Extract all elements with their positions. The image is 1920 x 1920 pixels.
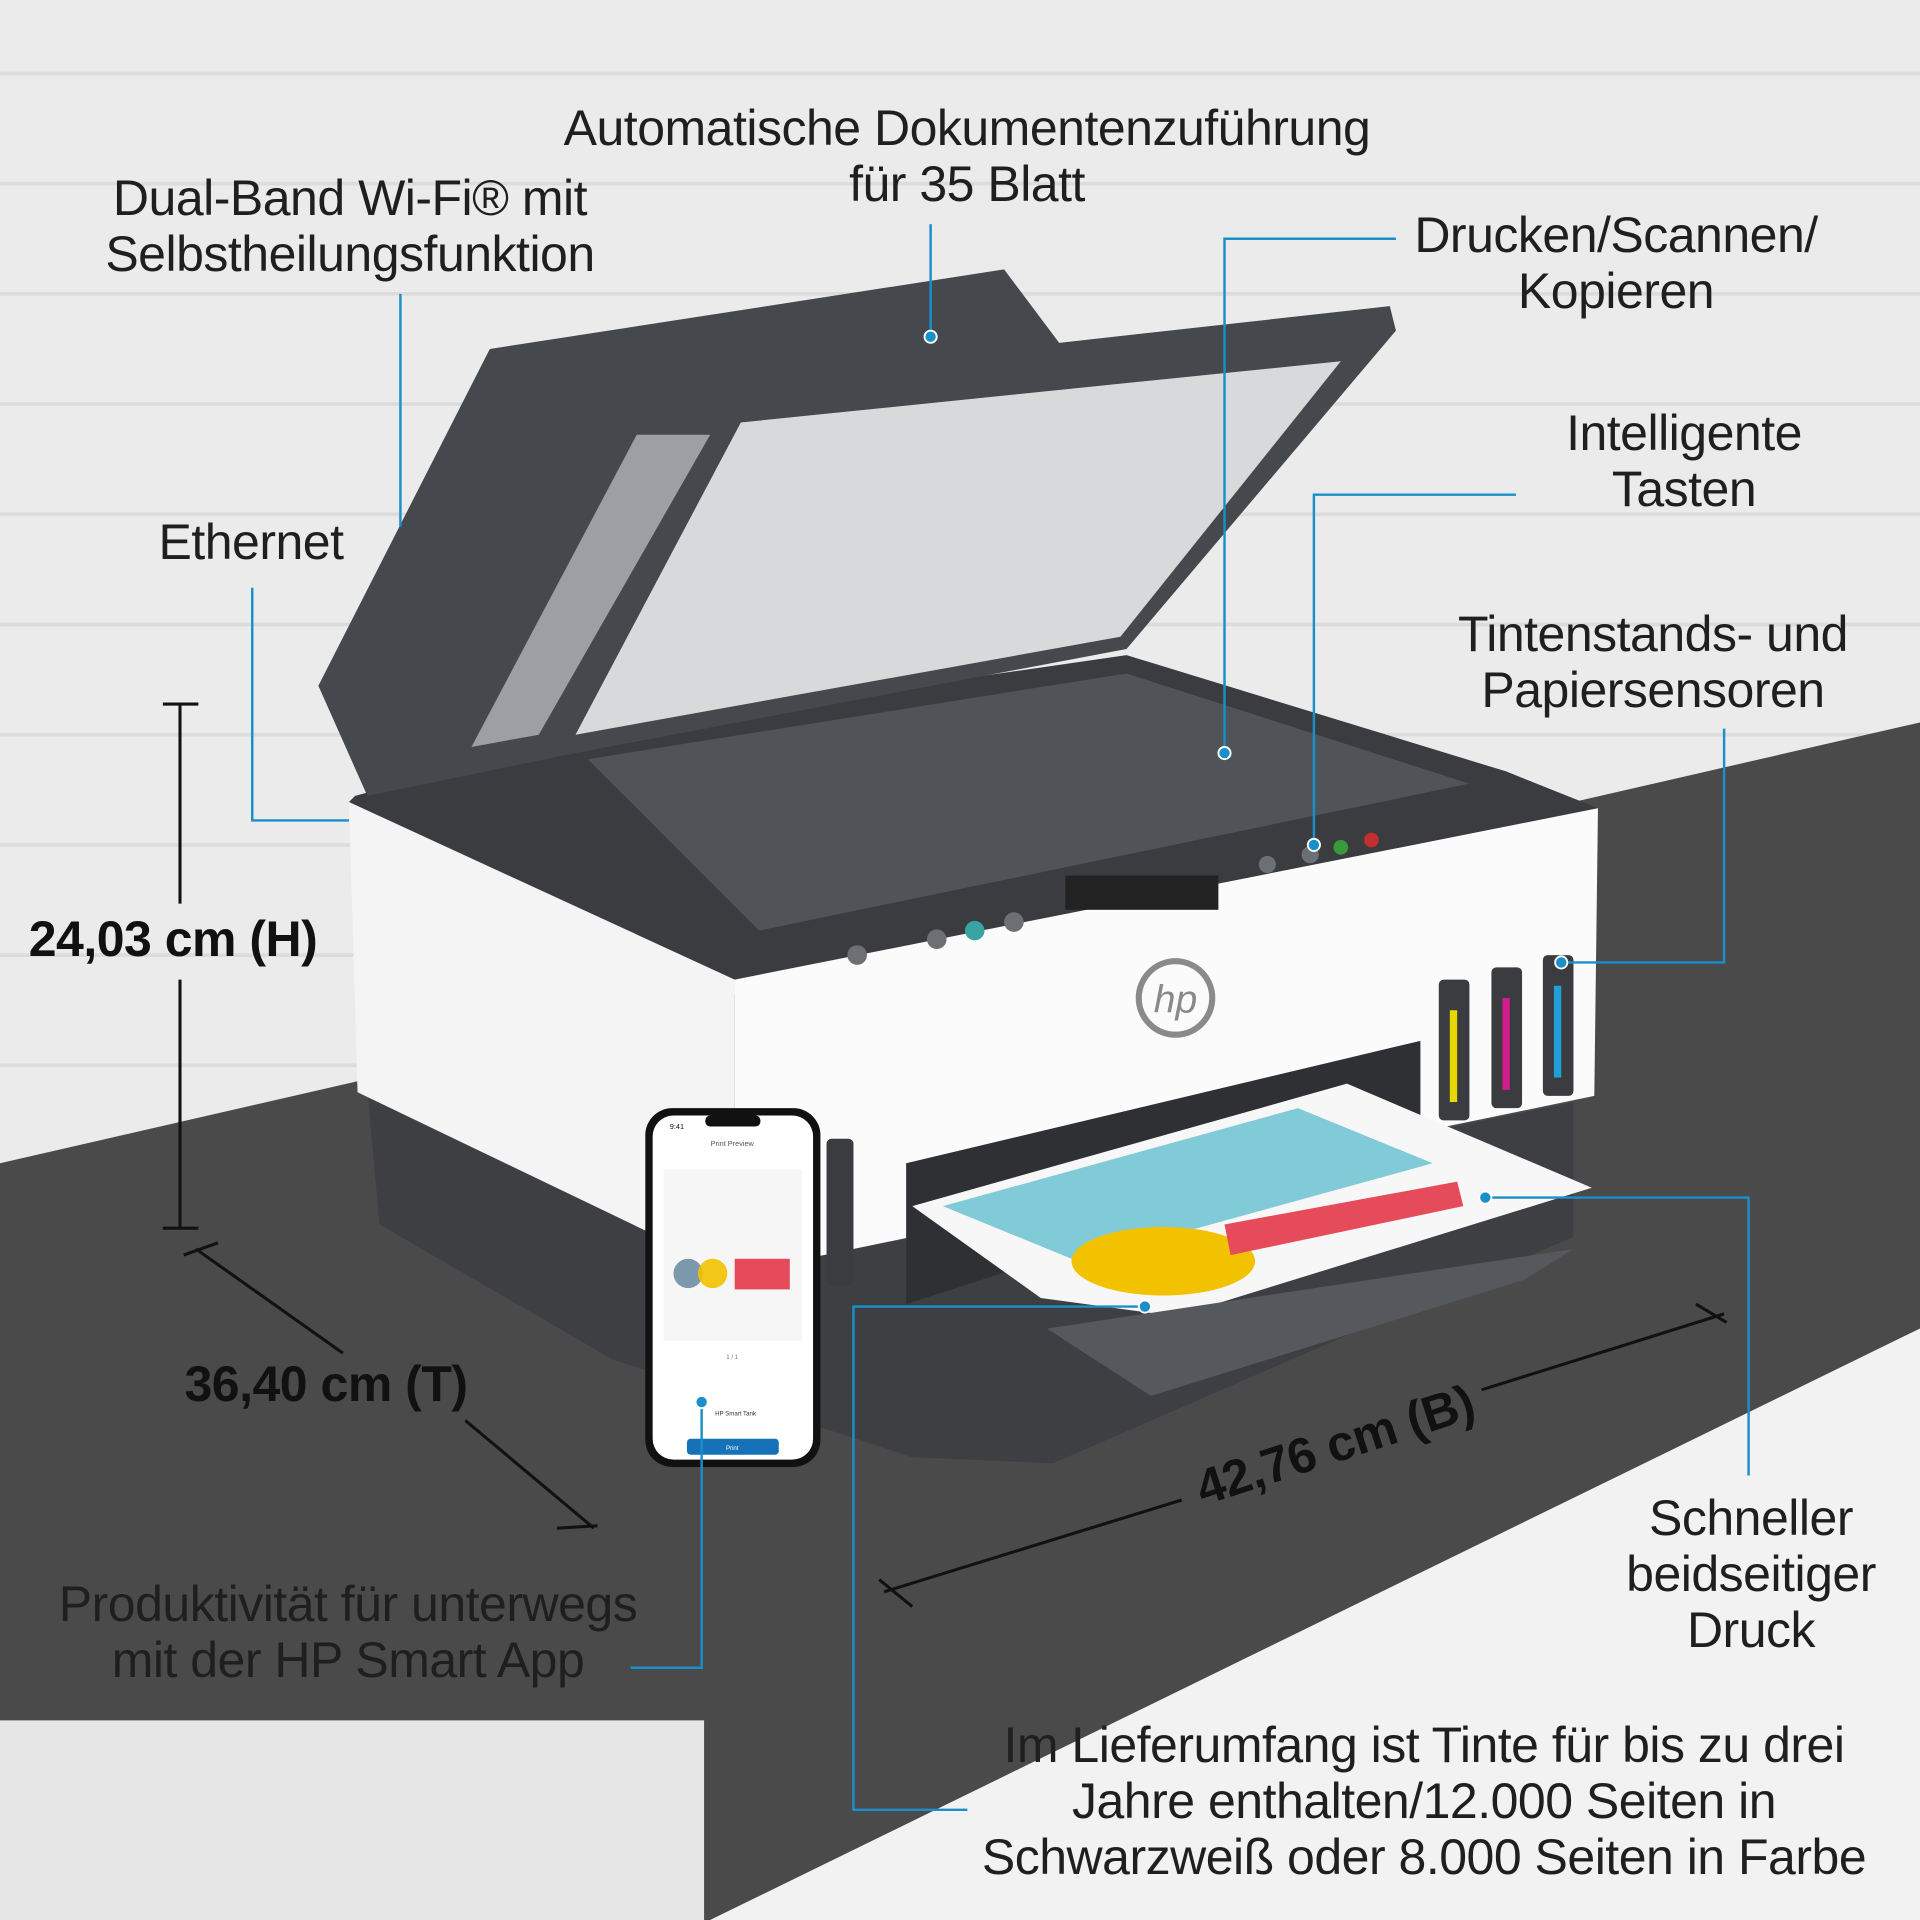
callout-smart-buttons: Intelligente Tasten [1566,405,1802,517]
callout-sensors: Tintenstands- und Papiersensoren [1458,606,1848,718]
lid-underside [575,361,1341,735]
callout-ink-line2: Jahre enthalten/12.000 Seiten in [1072,1773,1777,1829]
dimension-depth: 36,40 cm (T) [184,1356,468,1412]
callout-buttons-line2: Tasten [1611,461,1757,517]
adf-mechanism [471,434,711,747]
leader-sensors [1561,728,1726,964]
callout-duplex-line3: Druck [1686,1602,1816,1658]
callout-sensors-line2: Papiersensoren [1481,662,1825,718]
callout-print-line1: Drucken/Scannen/ [1414,207,1818,263]
callout-duplex-line1: Schneller [1649,1490,1853,1546]
leader-ethernet [251,587,349,822]
smartphone: 9:41 Print Preview 1 / 1 HP Smart Tank P… [645,1108,821,1467]
callout-print-line2: Kopieren [1517,263,1715,319]
leader-print-scan-copy [1223,237,1396,754]
cabinet-left [0,1720,705,1920]
ink-tanks [826,955,1574,1286]
callout-adf-line1: Automatische Dokumentenzuführung [563,100,1371,156]
leader-dots [694,329,1569,1410]
paper-table [942,1108,1433,1262]
callout-app: Produktivität für unterwegs mit der HP S… [58,1576,638,1688]
leader-smart-buttons [1312,493,1516,845]
phone-print-button[interactable] [686,1438,779,1455]
scanner-glass [587,673,1470,931]
leader-duplex [1485,1196,1750,1476]
paper-pie-chart [1071,1226,1256,1296]
callout-buttons-line1: Intelligente [1566,405,1802,461]
callout-sensors-line1: Tintenstands- und [1458,606,1848,662]
output-tray [1046,1248,1574,1396]
leader-app [630,1402,703,1669]
callout-ethernet: Ethernet [158,514,344,570]
width-line [878,1302,1728,1608]
callout-wifi-line1: Dual-Band Wi-Fi® mit [112,170,588,226]
callout-ink: Im Lieferumfang ist Tinte für bis zu dre… [981,1717,1867,1885]
leader-lines [251,224,1750,1812]
phone-printer-name: HP Smart Tank [715,1411,757,1418]
callout-wifi-line2: Selbstheilungsfunktion [105,226,595,282]
callout-app-line1: Produktivität für unterwegs [58,1576,638,1632]
callout-adf: Automatische Dokumentenzuführung für 35 … [564,100,1371,212]
callout-ink-line1: Im Lieferumfang ist Tinte für bis zu dre… [1003,1717,1845,1773]
printer-side [348,802,735,1274]
phone-preview [663,1169,803,1341]
dimension-lines [162,702,1728,1608]
paper-bars [1224,1181,1464,1256]
callout-ink-line3: Schwarzweiß oder 8.000 Seiten in Farbe [981,1829,1867,1885]
callout-wifi: Dual-Band Wi-Fi® mit Selbstheilungsfunkt… [105,170,595,282]
hp-logo-text: hp [1154,979,1198,1022]
depth-line [183,1241,598,1530]
phone-time: 9:41 [670,1122,684,1131]
callout-app-line2: mit der HP Smart App [111,1632,585,1688]
dimension-height: 24,03 cm (H) [28,911,318,967]
height-line [162,702,199,1230]
phone-page: 1 / 1 [726,1354,738,1361]
leader-ink [852,1305,1145,1812]
callout-duplex-line2: beidseitiger [1626,1546,1876,1602]
callout-duplex: Schneller beidseitiger Druck [1626,1490,1876,1658]
cabinet-front [710,1328,1920,1920]
hp-logo [1135,958,1216,1038]
callout-adf-line2: für 35 Blatt [849,156,1085,212]
phone-title: Print Preview [711,1139,755,1148]
phone-print-label: Print [726,1445,739,1452]
callout-print-scan-copy: Drucken/Scannen/ Kopieren [1414,207,1818,319]
